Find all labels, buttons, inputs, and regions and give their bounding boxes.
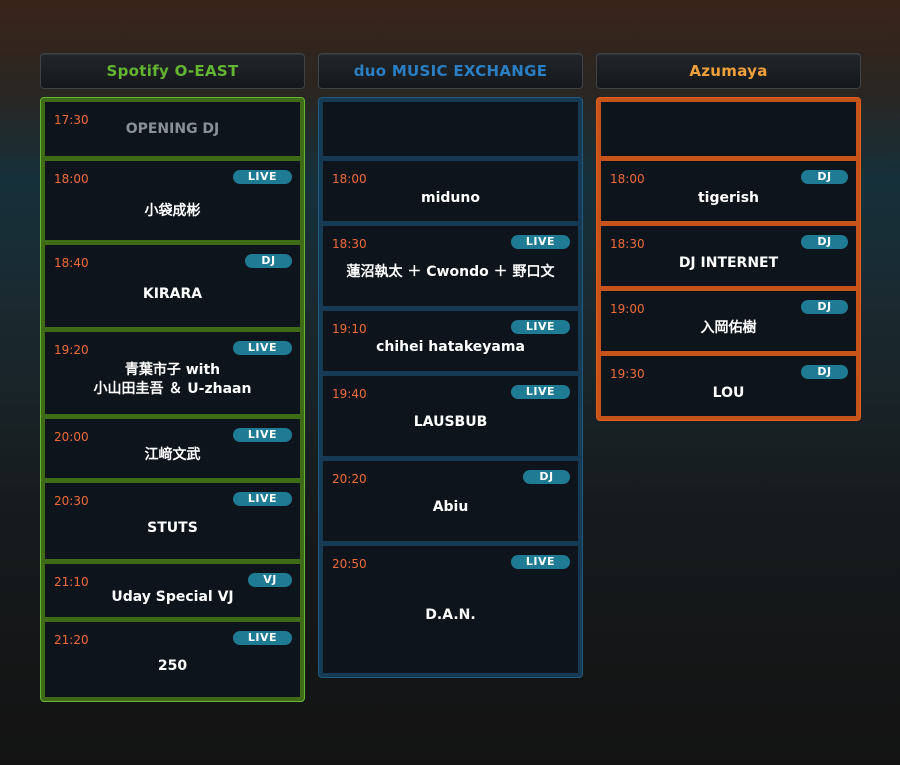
- venue-name: duo MUSIC EXCHANGE: [353, 62, 548, 80]
- slot-artist: Uday Special VJ: [111, 589, 234, 605]
- slot-artist: 入岡佑樹: [700, 320, 757, 336]
- vj-badge: VJ: [248, 573, 292, 587]
- slot-time: 19:10: [332, 322, 367, 336]
- live-badge: LIVE: [233, 631, 292, 645]
- slot-artist: OPENING DJ: [125, 121, 220, 137]
- timetable-slot[interactable]: 21:10 VJ Uday Special VJ: [45, 564, 300, 617]
- live-badge: LIVE: [511, 385, 570, 399]
- timetable-slot[interactable]: 19:10 LIVE chihei hatakeyama: [323, 311, 578, 371]
- live-badge: LIVE: [233, 341, 292, 355]
- slot-time: 19:30: [610, 367, 645, 381]
- live-badge: LIVE: [511, 555, 570, 569]
- slot-time: 18:40: [54, 256, 89, 270]
- dj-badge: DJ: [801, 365, 848, 379]
- slot-artist: KIRARA: [142, 286, 203, 302]
- timetable-slot-empty: [323, 102, 578, 156]
- slot-artist: STUTS: [147, 520, 198, 536]
- slot-artist: 小袋成彬: [144, 203, 201, 219]
- slot-artist: miduno: [421, 190, 480, 206]
- slot-artist: LOU: [712, 385, 745, 401]
- timetable-slot[interactable]: 21:20 LIVE 250: [45, 622, 300, 697]
- slot-time: 18:00: [610, 172, 645, 186]
- timetable-slot[interactable]: 18:00 LIVE 小袋成彬: [45, 161, 300, 240]
- slot-artist-line2: 小山田圭吾 ＆ U-zhaan: [93, 381, 252, 397]
- slot-time: 17:30: [54, 113, 89, 127]
- timetable-slot-empty: [601, 102, 856, 156]
- slot-artist: DJ INTERNET: [678, 255, 779, 271]
- timetable-slot[interactable]: 18:30 DJ DJ INTERNET: [601, 226, 856, 286]
- timetable-slot[interactable]: 20:50 LIVE D.A.N.: [323, 546, 578, 673]
- venue-column-duo-music-exchange: duo MUSIC EXCHANGE 18:00 miduno 18:30 LI…: [318, 53, 583, 678]
- slot-artist: 蓮沼執太 ＋ Cwondo ＋ 野口文: [346, 264, 555, 280]
- slot-time: 21:10: [54, 575, 89, 589]
- slot-time: 20:50: [332, 557, 367, 571]
- slot-artist: 250: [157, 658, 188, 674]
- slot-artist: 青葉市子 with: [124, 362, 221, 378]
- venue-header[interactable]: duo MUSIC EXCHANGE: [318, 53, 583, 89]
- timetable-slot[interactable]: 17:30 OPENING DJ: [45, 102, 300, 156]
- slot-artist: D.A.N.: [425, 607, 476, 623]
- timetable-slot[interactable]: 18:30 LIVE 蓮沼執太 ＋ Cwondo ＋ 野口文: [323, 226, 578, 306]
- venue-timetable: 17:30 OPENING DJ 18:00 LIVE 小袋成彬 18:40 D…: [40, 97, 305, 702]
- slot-artist: LAUSBUB: [413, 414, 488, 430]
- slot-time: 20:20: [332, 472, 367, 486]
- timetable-slot[interactable]: 19:30 DJ LOU: [601, 356, 856, 416]
- live-badge: LIVE: [511, 320, 570, 334]
- dj-badge: DJ: [801, 235, 848, 249]
- timetable-slot[interactable]: 20:20 DJ Abiu: [323, 461, 578, 541]
- venue-timetable: 18:00 miduno 18:30 LIVE 蓮沼執太 ＋ Cwondo ＋ …: [318, 97, 583, 678]
- slot-artist: Abiu: [432, 499, 469, 515]
- slot-time: 21:20: [54, 633, 89, 647]
- timetable-slot[interactable]: 20:30 LIVE STUTS: [45, 483, 300, 559]
- timetable-slot[interactable]: 19:40 LIVE LAUSBUB: [323, 376, 578, 456]
- slot-time: 18:00: [54, 172, 89, 186]
- slot-time: 19:20: [54, 343, 89, 357]
- dj-badge: DJ: [801, 300, 848, 314]
- slot-time: 18:00: [332, 172, 367, 186]
- dj-badge: DJ: [801, 170, 848, 184]
- dj-badge: DJ: [523, 470, 570, 484]
- venue-column-azumaya: Azumaya 18:00 DJ tigerish 18:30 DJ DJ IN…: [596, 53, 861, 421]
- slot-time: 20:30: [54, 494, 89, 508]
- slot-time: 18:30: [610, 237, 645, 251]
- live-badge: LIVE: [233, 428, 292, 442]
- live-badge: LIVE: [511, 235, 570, 249]
- timetable-slot[interactable]: 18:00 miduno: [323, 161, 578, 221]
- slot-time: 18:30: [332, 237, 367, 251]
- slot-time: 19:00: [610, 302, 645, 316]
- slot-artist: 江﨑文武: [144, 447, 201, 463]
- live-badge: LIVE: [233, 170, 292, 184]
- venue-name: Azumaya: [689, 62, 768, 80]
- live-badge: LIVE: [233, 492, 292, 506]
- timetable-slot[interactable]: 19:00 DJ 入岡佑樹: [601, 291, 856, 351]
- slot-time: 20:00: [54, 430, 89, 444]
- venue-name: Spotify O-EAST: [106, 62, 239, 80]
- slot-artist: tigerish: [697, 190, 759, 206]
- timetable-slot[interactable]: 18:00 DJ tigerish: [601, 161, 856, 221]
- timetable-slot[interactable]: 20:00 LIVE 江﨑文武: [45, 419, 300, 478]
- venue-column-spotify-o-east: Spotify O-EAST 17:30 OPENING DJ 18:00 LI…: [40, 53, 305, 702]
- timetable-slot[interactable]: 18:40 DJ KIRARA: [45, 245, 300, 327]
- dj-badge: DJ: [245, 254, 292, 268]
- slot-artist: chihei hatakeyama: [376, 339, 525, 355]
- slot-time: 19:40: [332, 387, 367, 401]
- timetable-slot[interactable]: 19:20 LIVE 青葉市子 with 小山田圭吾 ＆ U-zhaan: [45, 332, 300, 414]
- venue-header[interactable]: Spotify O-EAST: [40, 53, 305, 89]
- venue-header[interactable]: Azumaya: [596, 53, 861, 89]
- venue-timetable: 18:00 DJ tigerish 18:30 DJ DJ INTERNET 1…: [596, 97, 861, 421]
